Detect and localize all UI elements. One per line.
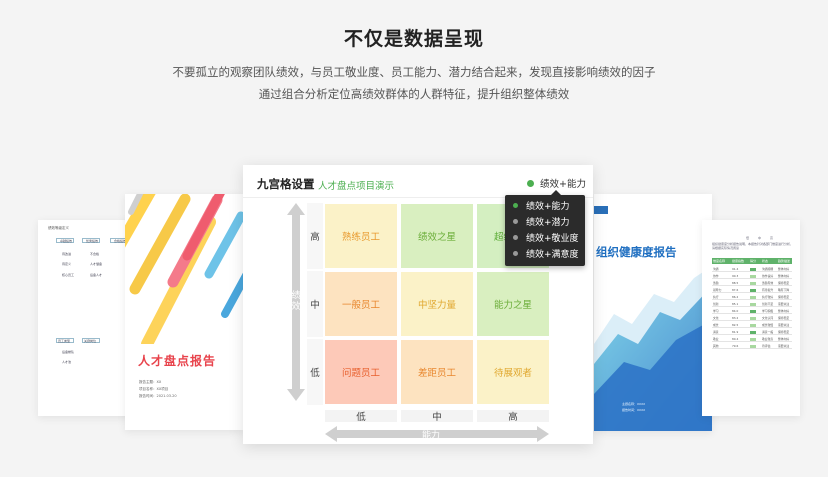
nine-box-cell[interactable]: 绩效之星 bbox=[401, 204, 473, 268]
doc-item: 人才储备 bbox=[90, 262, 103, 266]
report-meta: 报告时间：XXXX bbox=[622, 408, 646, 412]
cover-stripes-graphic bbox=[125, 194, 243, 344]
status-dot-icon bbox=[527, 179, 534, 187]
doc-item: 合格绩效 bbox=[114, 239, 127, 243]
legend-item: 高 bbox=[770, 236, 774, 240]
col-label-high: 高 bbox=[477, 410, 549, 423]
dropdown-option[interactable]: 绩效+潜力 bbox=[513, 214, 570, 228]
selected-dimension: 绩效+能力 bbox=[540, 179, 586, 190]
row-label-low: 低 bbox=[307, 339, 323, 405]
nine-box-cell[interactable]: 差距员工 bbox=[401, 340, 473, 404]
health-report-cover: 组织健康度报告 主题名称：XXXX 报告时间：XXXX bbox=[594, 194, 712, 431]
report-meta: 项目名称：XX项目 bbox=[139, 387, 169, 391]
nine-box-cell[interactable]: 一般员工 bbox=[325, 272, 397, 336]
row-label-mid: 中 bbox=[307, 271, 323, 337]
nine-box-cell[interactable]: 熟练员工 bbox=[325, 204, 397, 268]
radio-dot-icon bbox=[513, 250, 518, 256]
horizontal-axis-arrow-icon bbox=[325, 426, 549, 442]
section-description-line-1: 不要孤立的观察团队绩效，与员工敬业度、员工能力、潜力结合起来，发现直接影响绩效的… bbox=[172, 65, 656, 79]
performance-definition-doc: 绩效等级定义 卓越绩效 优秀绩效 合格绩效 待改进 不合格 待定义 人才储备 核… bbox=[38, 220, 138, 416]
row-label-high: 高 bbox=[307, 203, 323, 269]
nine-box-cell[interactable]: 问题员工 bbox=[325, 340, 397, 404]
doc-item: 关键岗位 bbox=[84, 339, 97, 343]
nine-box-cell[interactable]: 中坚力量 bbox=[401, 272, 473, 336]
report-meta: 报告时间：2021.03.20 bbox=[139, 394, 177, 398]
doc-item: 卓越绩效 bbox=[60, 239, 73, 243]
dropdown-option[interactable]: 绩效+敬业度 bbox=[513, 230, 579, 244]
report-title: 人才盘点报告 bbox=[138, 354, 217, 368]
doc-title: 绩效等级定义 bbox=[48, 226, 69, 230]
nine-box-card: 九宫格设置 人才盘点项目演示 绩效+能力 绩效+能力 绩效+潜力 绩效+敬业度 … bbox=[243, 165, 593, 444]
table-header: 维度名称 健康指数 得分 状态 趋势描述 bbox=[712, 258, 792, 264]
doc-item: 核心员工 bbox=[62, 273, 75, 277]
vertical-axis-arrow-icon bbox=[287, 203, 305, 401]
doc-box bbox=[82, 338, 100, 343]
section-title: 不仅是数据呈现 bbox=[343, 28, 484, 50]
card-title: 九宫格设置 bbox=[257, 177, 315, 191]
dimension-dropdown-menu: 绩效+能力 绩效+潜力 绩效+敬业度 绩效+满意度 bbox=[505, 190, 585, 266]
health-wave-graphic bbox=[594, 206, 712, 431]
talent-report-cover: 人才盘点报告 报告主题：XX 项目名称：XX项目 报告时间：2021.03.20 bbox=[125, 194, 243, 430]
doc-box bbox=[82, 238, 100, 243]
doc-item: 员工类型 bbox=[58, 339, 71, 343]
col-label-low: 低 bbox=[325, 410, 397, 423]
report-meta: 报告主题：XX bbox=[139, 380, 162, 384]
nine-box-cell[interactable]: 待展观者 bbox=[477, 340, 549, 404]
dimension-select[interactable]: 绩效+能力 bbox=[527, 176, 586, 190]
legend-item: 低 bbox=[746, 236, 750, 240]
doc-item: 后备人才 bbox=[90, 273, 103, 277]
doc-box bbox=[56, 238, 74, 243]
col-label-mid: 中 bbox=[401, 410, 473, 423]
legend-item: 中 bbox=[758, 236, 762, 240]
report-title: 组织健康度报告 bbox=[596, 245, 677, 259]
radio-dot-icon bbox=[513, 202, 518, 208]
card-divider bbox=[243, 197, 593, 198]
doc-item: 人才池 bbox=[62, 360, 72, 364]
section-description-line-2: 通过组合分析定位高绩效群体的人群特征，提升组织整体绩效 bbox=[258, 87, 570, 101]
report-meta: 主题名称：XXXX bbox=[622, 402, 646, 406]
doc-item: 待改进 bbox=[62, 252, 72, 256]
card-subtitle: 人才盘点项目演示 bbox=[318, 181, 395, 192]
y-axis-label: 绩 效 bbox=[291, 291, 301, 312]
radio-dot-icon bbox=[513, 218, 518, 224]
doc-description: 组织健康度分析报告说明，本报告针对各部门维度进行分析，请根据实际情况阅读 bbox=[712, 242, 794, 250]
x-axis-label: 能力 bbox=[421, 431, 440, 441]
health-table-doc: 组织健康度分析报告说明，本报告针对各部门维度进行分析，请根据实际情况阅读 低 中… bbox=[702, 220, 800, 416]
dropdown-option[interactable]: 绩效+能力 bbox=[513, 198, 570, 212]
radio-dot-icon bbox=[513, 234, 518, 240]
doc-item: 优秀绩效 bbox=[86, 239, 99, 243]
dropdown-option[interactable]: 绩效+满意度 bbox=[513, 246, 579, 260]
nine-box-cell[interactable]: 能力之星 bbox=[477, 272, 549, 336]
doc-item: 不合格 bbox=[90, 252, 100, 256]
doc-box bbox=[56, 338, 74, 343]
doc-item: 后备梯队 bbox=[62, 350, 75, 354]
doc-item: 待定义 bbox=[62, 262, 72, 266]
